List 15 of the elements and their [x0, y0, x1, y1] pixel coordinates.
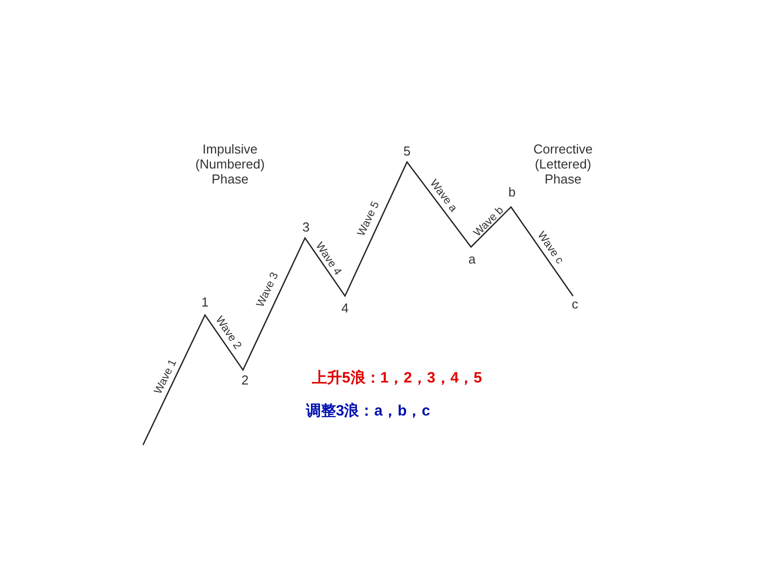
wave-point-label: b [508, 186, 516, 200]
wave-point-label: 2 [241, 374, 249, 388]
wave-point-label: 4 [341, 302, 349, 316]
wave-point-label: a [468, 252, 476, 268]
wave-label: Wave 5 [355, 200, 383, 238]
wave-label: Wave 3 [254, 270, 282, 310]
legend-note: 上升5浪：1，2，3，4，5 [312, 369, 482, 387]
wave-point-label: c [572, 298, 578, 312]
wave-point-label: 3 [302, 220, 310, 236]
wave-point-label: 1 [201, 296, 209, 310]
wave-label: Wave 1 [152, 358, 180, 396]
wave-point-label: 5 [403, 144, 411, 160]
phase-label: Impulsive (Numbered) Phase [194, 142, 266, 188]
phase-label: Corrective (Lettered) Phase [532, 142, 594, 188]
legend-note: 调整3浪：a，b，c [306, 402, 430, 420]
